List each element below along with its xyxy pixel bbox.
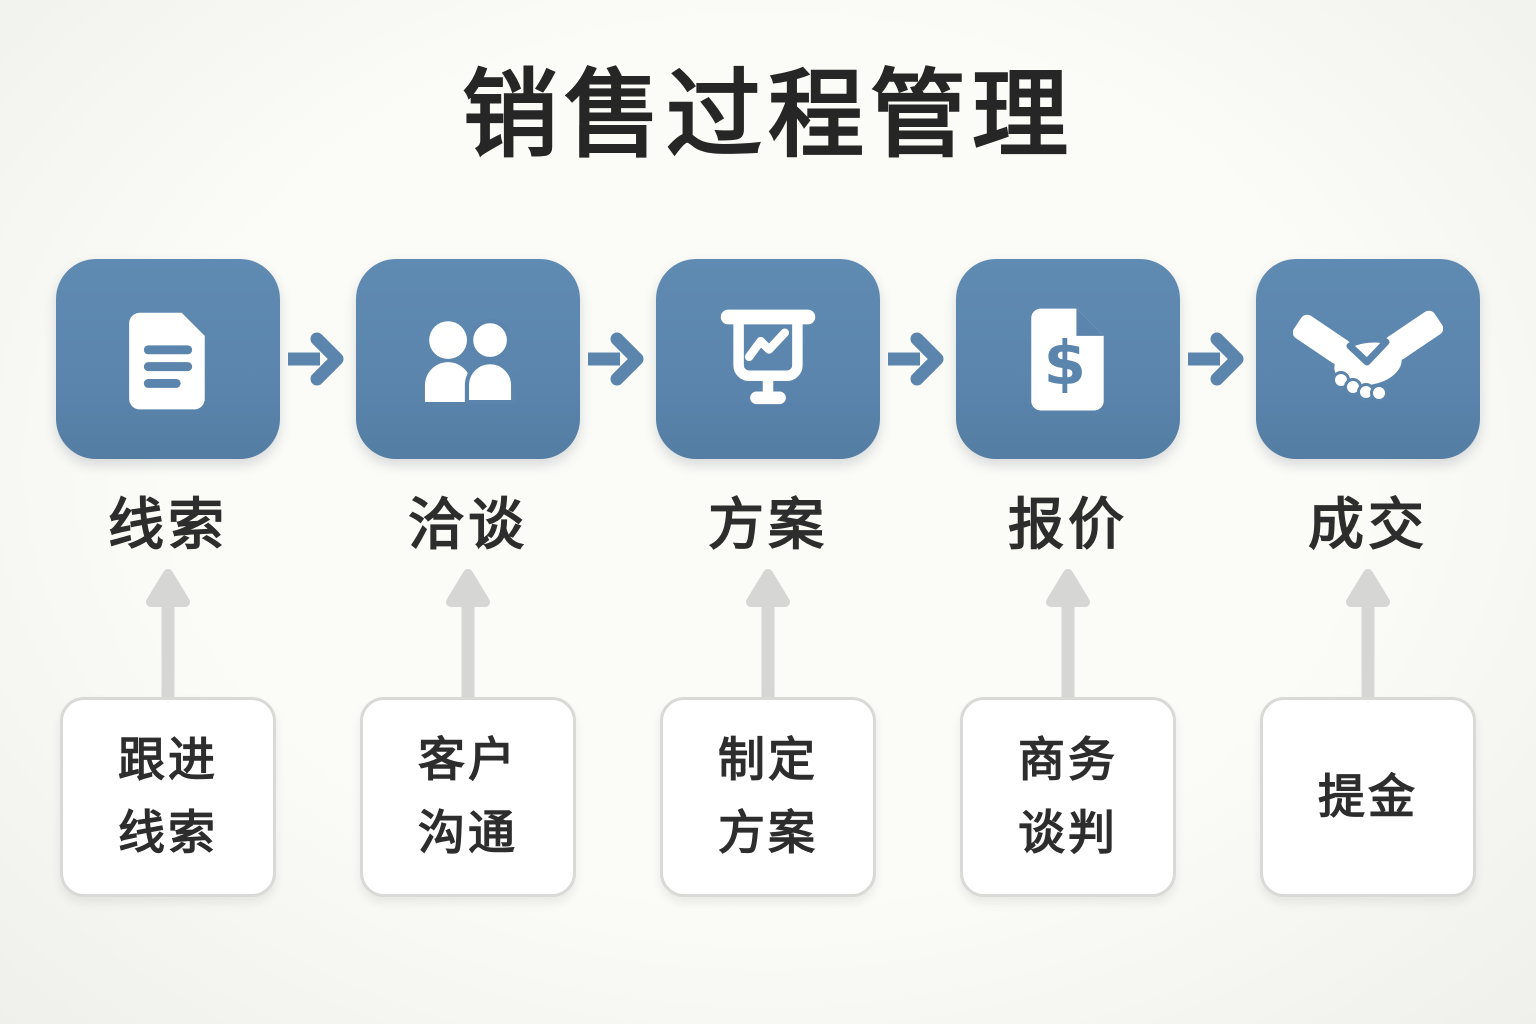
stage-icon-box xyxy=(56,259,280,460)
handshake-icon xyxy=(1293,310,1443,403)
stage-label: 成交 xyxy=(1308,492,1428,556)
flow-arrow xyxy=(1180,331,1256,387)
task-label: 跟进 线索 xyxy=(118,733,218,860)
up-arrow-icon xyxy=(1346,569,1390,700)
stage-column-lead: 线索 跟进 线索 xyxy=(56,259,280,898)
flow-arrow xyxy=(580,331,656,387)
stage-label: 方案 xyxy=(708,492,828,556)
up-arrow-icon xyxy=(746,569,790,700)
stage-icon-box xyxy=(356,259,580,460)
task-box: 提金 xyxy=(1260,697,1476,898)
up-arrow-icon xyxy=(1046,569,1090,700)
stage-icon-box xyxy=(656,259,880,460)
right-arrow-icon xyxy=(288,332,344,386)
stage-column-plan: 方案 制定 方案 xyxy=(656,259,880,898)
flow-arrow xyxy=(280,331,356,387)
task-box: 跟进 线索 xyxy=(60,697,276,898)
task-box: 制定 方案 xyxy=(660,697,876,898)
dollar-glyph: $ xyxy=(1044,328,1086,399)
stage-column-negotiate: 洽谈 客户 沟通 xyxy=(356,259,580,898)
right-arrow-icon xyxy=(588,332,644,386)
process-flow: 线索 跟进 线索 xyxy=(0,259,1536,898)
stage-icon-box xyxy=(1256,259,1480,460)
task-label: 制定 方案 xyxy=(718,733,818,860)
stage-column-deal: 成交 提金 xyxy=(1256,259,1480,898)
presentation-chart-icon xyxy=(720,309,816,405)
right-arrow-icon xyxy=(888,332,944,386)
task-label: 商务 谈判 xyxy=(1018,733,1118,860)
stage-icon-box: $ xyxy=(956,259,1180,460)
stage-label: 报价 xyxy=(1008,492,1128,556)
up-arrow-icon xyxy=(146,569,190,700)
task-label: 提金 xyxy=(1318,769,1418,823)
page-title: 销售过程管理 xyxy=(462,62,1074,169)
document-lines-icon xyxy=(129,312,205,410)
task-box: 商务 谈判 xyxy=(960,697,1176,898)
stage-column-quote: $ 报价 商务 谈判 xyxy=(956,259,1180,898)
up-arrow-icon xyxy=(446,569,490,700)
flow-arrow xyxy=(880,331,956,387)
stage-label: 洽谈 xyxy=(408,492,528,556)
task-label: 客户 沟通 xyxy=(418,733,518,860)
right-arrow-icon xyxy=(1188,332,1244,386)
stage-label: 线索 xyxy=(108,492,228,556)
dollar-document-icon: $ xyxy=(1031,308,1104,411)
people-icon xyxy=(424,319,516,405)
task-box: 客户 沟通 xyxy=(360,697,576,898)
